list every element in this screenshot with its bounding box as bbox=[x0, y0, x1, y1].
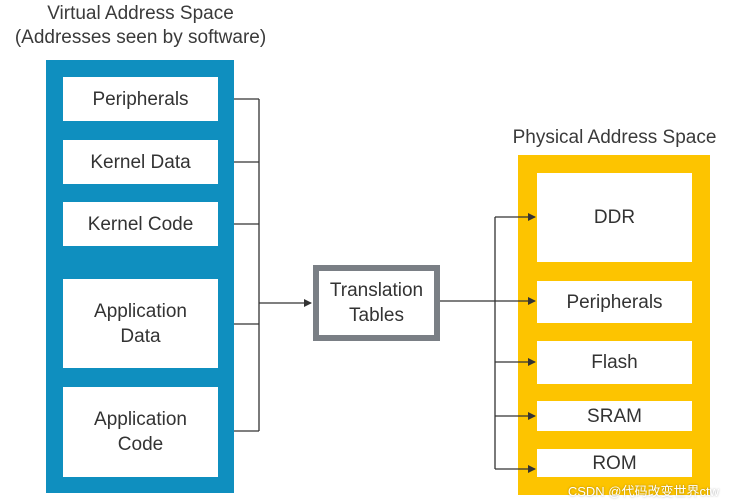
physical-region-ddr: DDR bbox=[537, 173, 692, 262]
virtual-title-line1: Virtual Address Space bbox=[47, 3, 234, 24]
translation-tables-box: Translation Tables bbox=[313, 265, 440, 341]
virtual-title-line2: (Addresses seen by software) bbox=[14, 27, 267, 48]
virtual-region-application-data: Application Data bbox=[63, 279, 218, 368]
virtual-address-space-title: Virtual Address Space (Addresses seen by… bbox=[0, 2, 281, 50]
physical-region-rom: ROM bbox=[537, 449, 692, 477]
virtual-region-application-code: Application Code bbox=[63, 387, 218, 477]
physical-region-sram: SRAM bbox=[537, 401, 692, 431]
virtual-region-kernel-code: Kernel Code bbox=[63, 202, 218, 246]
physical-region-flash: Flash bbox=[537, 341, 692, 384]
physical-region-peripherals: Peripherals bbox=[537, 281, 692, 323]
virtual-region-peripherals: Peripherals bbox=[63, 77, 218, 121]
virtual-region-kernel-data: Kernel Data bbox=[63, 140, 218, 184]
physical-address-space-title: Physical Address Space bbox=[512, 127, 717, 148]
watermark: CSDN @代码改变世界ctw bbox=[567, 484, 719, 499]
